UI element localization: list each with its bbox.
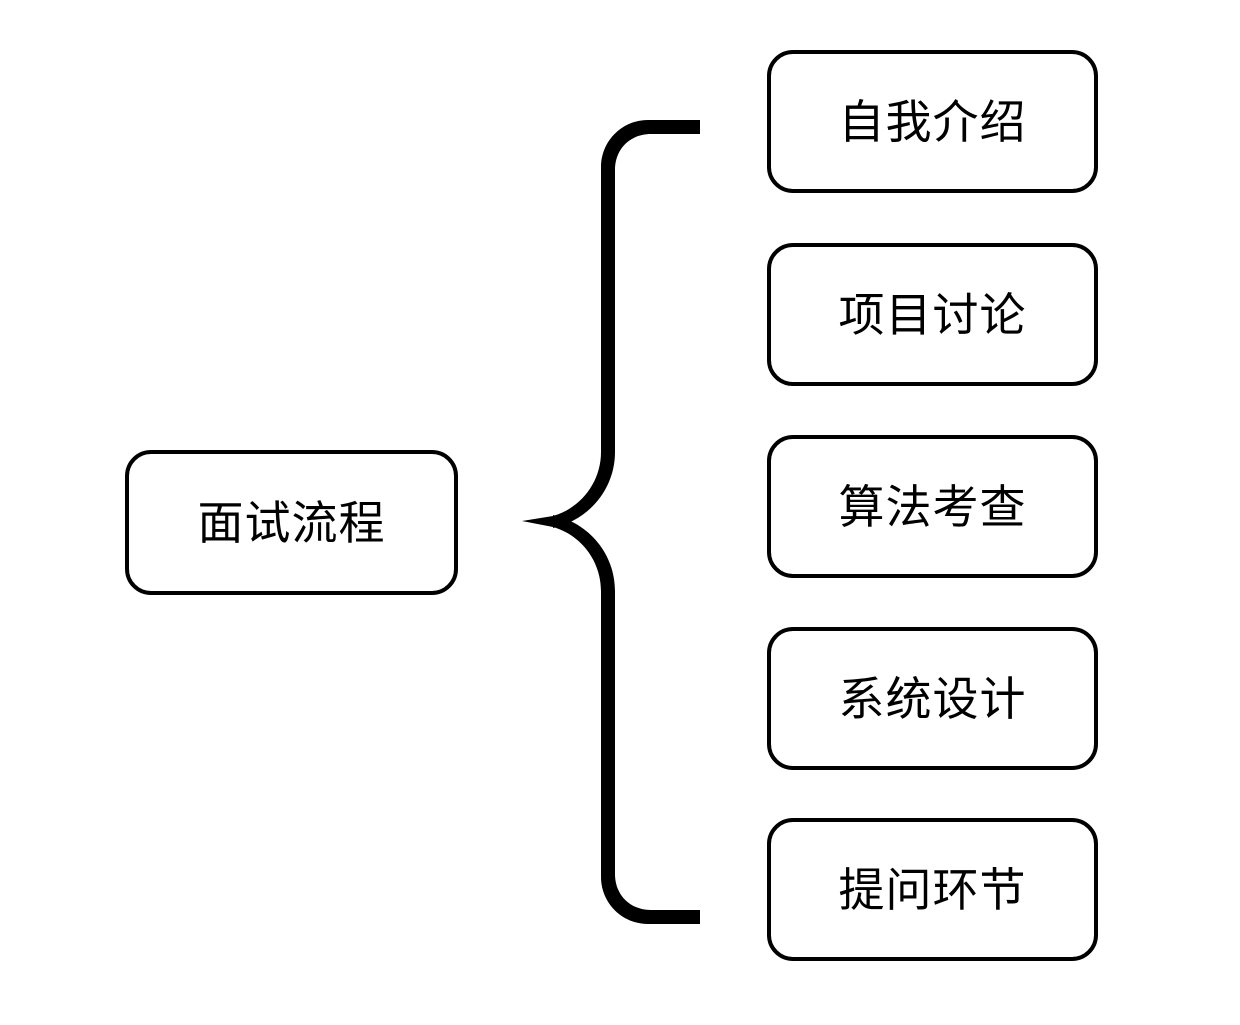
root-node-label: 面试流程 (197, 496, 386, 549)
branch-node-2[interactable]: 项目讨论 (767, 243, 1098, 386)
branch-node-5-label: 提问环节 (838, 863, 1027, 916)
root-node[interactable]: 面试流程 (125, 450, 458, 595)
branch-node-2-label: 项目讨论 (838, 288, 1027, 341)
branch-node-3[interactable]: 算法考查 (767, 435, 1098, 578)
branch-node-3-label: 算法考查 (838, 480, 1027, 533)
branch-node-5[interactable]: 提问环节 (767, 818, 1098, 961)
branch-node-4-label: 系统设计 (838, 672, 1027, 725)
branch-node-1-label: 自我介绍 (838, 95, 1027, 148)
branch-node-1[interactable]: 自我介绍 (767, 50, 1098, 193)
curly-brace-icon (522, 120, 700, 924)
branch-node-4[interactable]: 系统设计 (767, 627, 1098, 770)
